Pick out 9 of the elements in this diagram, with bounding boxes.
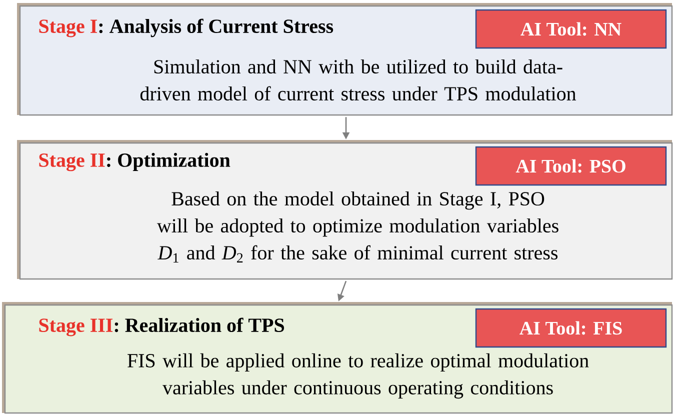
tool-badge: AI Tool: PSO	[475, 146, 667, 186]
tool-badge: AI Tool: NN	[475, 9, 667, 49]
stage-description: Simulation and NN with be utilized to build data-driven model of current stress under TPS modulation	[140, 59, 576, 101]
stage-heading: Stage III: Realization of TPS	[39, 318, 284, 336]
tool-badge: AI Tool: FIS	[475, 308, 667, 348]
stage-description: Based on the model obtained in Stage I, PSO will be adopted to optimize modulation variables D$_{1}$ and D$_{2}$ for the sake of minimal current stress	[156, 192, 558, 262]
stage-heading: Stage II: Optimization	[39, 152, 230, 172]
stage-description: FIS will be applied online to realize optimal modulation variables under continuous operating conditions	[128, 353, 589, 399]
stage-heading: Stage I: Analysis of Current Stress	[39, 18, 334, 38]
